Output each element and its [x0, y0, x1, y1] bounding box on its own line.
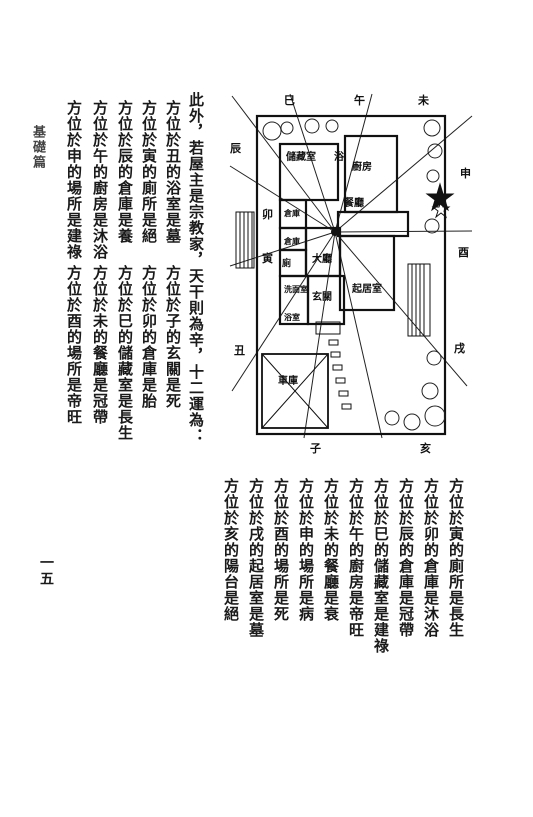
garage-box: [261, 353, 329, 429]
center-mark: [331, 228, 339, 236]
running-head: 基礎篇: [30, 125, 45, 170]
dir-label-mao: 卯: [262, 207, 273, 221]
dir-label-chen: 辰: [230, 142, 242, 155]
text-column: 方位於亥的陽台是絕: [222, 478, 240, 622]
garden-shrubs: [262, 118, 446, 431]
text-column: 方位於卯的倉庫是胎: [140, 265, 158, 409]
text-column: 方位於巳的儲藏室是長生: [116, 265, 134, 441]
house-walls: [278, 134, 410, 326]
text-column: 方位於寅的廁所是長生: [447, 478, 465, 638]
text-column: 方位於未的餐廳是冠帶: [91, 265, 109, 425]
room-label-bathroom: 浴室: [284, 312, 300, 322]
room-label-bath-small: 浴: [334, 150, 345, 163]
deck-right: [407, 263, 431, 337]
star-markers: [425, 182, 455, 219]
text-column: 方位於辰的倉庫是冠帶: [397, 478, 415, 638]
text-column: 方位於申的場所是建祿: [65, 100, 83, 260]
page-number: 一五: [38, 555, 54, 587]
text-column: 方位於午的廚房是帝旺: [347, 478, 365, 638]
room-label-dining: 餐廳: [343, 196, 364, 209]
room-label-kitchen: 廚房: [352, 160, 372, 173]
room-label-garage: 車庫: [278, 374, 298, 387]
room-label-washroom: 洗面室: [284, 284, 308, 294]
stepping-stones: [315, 321, 352, 410]
dir-label-zi: 子: [310, 442, 321, 455]
text-column: 方位於辰的倉庫是養: [116, 100, 134, 244]
text-column: 方位於子的玄關是死: [164, 265, 182, 409]
room-label-storage: 儲藏室: [285, 150, 316, 163]
room-label-entrance: 玄關: [312, 290, 332, 303]
room-label-hall: 大廳: [312, 252, 332, 265]
floor-plan: 巳 午 未 辰 申 卯 酉 寅 丑 戌 子 亥 儲藏室 浴 廚房 餐廳 倉庫 倉…: [229, 93, 473, 455]
room-label-toilet: 廁: [282, 257, 291, 269]
text-column: 方位於酉的場所是死: [272, 478, 290, 622]
room-label-warehouse-upper: 倉庫: [283, 208, 300, 218]
text-column: 方位於巳的儲藏室是建祿: [372, 478, 390, 654]
text-column: 方位於申的場所是病: [297, 478, 315, 622]
dir-label-si: 巳: [284, 94, 295, 107]
text-column: 此外，若屋主是宗教家，天干則為辛，十二運為：: [187, 92, 205, 444]
dir-label-wei: 未: [417, 93, 430, 107]
dir-label-you: 酉: [458, 246, 469, 259]
dir-label-yin: 寅: [262, 251, 273, 265]
room-label-living: 起居室: [351, 282, 382, 295]
dir-label-shen: 申: [460, 166, 471, 180]
text-column: 方位於寅的廁所是絕: [140, 100, 158, 244]
deck-left: [235, 211, 255, 269]
dir-label-xu: 戌: [454, 341, 465, 355]
direction-lines: [229, 93, 473, 439]
text-column: 方位於卯的倉庫是沐浴: [422, 478, 440, 638]
dir-label-hai: 亥: [420, 441, 431, 455]
dir-label-chou: 丑: [234, 344, 245, 357]
dir-label-wu: 午: [354, 93, 365, 107]
text-column: 方位於酉的場所是帝旺: [65, 265, 83, 425]
text-column: 方位於戌的起居室是墓: [247, 478, 265, 638]
room-label-warehouse-lower: 倉庫: [283, 236, 300, 246]
text-column: 方位於未的餐廳是衰: [322, 478, 340, 622]
text-column: 方位於丑的浴室是墓: [164, 100, 182, 244]
lot-boundary: [255, 114, 447, 436]
text-column: 方位於午的廚房是沐浴: [91, 100, 109, 260]
